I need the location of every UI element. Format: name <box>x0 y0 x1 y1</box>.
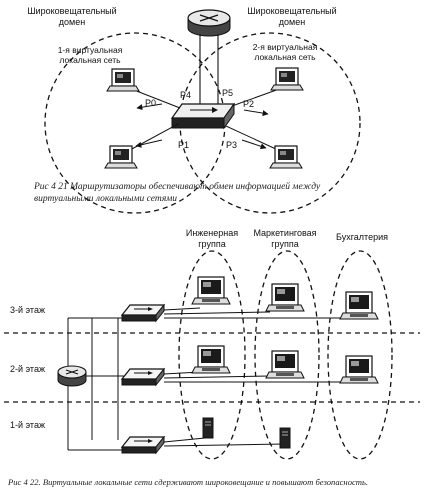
switch-icon-floor2 <box>121 368 165 386</box>
pc-icon-vlan1-bottom <box>104 145 138 169</box>
router-icon <box>187 9 231 37</box>
server-icon-marketing-floor1 <box>279 427 291 449</box>
group-accounting-ellipse <box>327 250 393 460</box>
floor-2-label: 2-й этаж <box>10 364 45 374</box>
vlan-right-label-2: локальная сеть <box>254 52 316 62</box>
broadcast-domain-right-label-1: Широковещательный <box>247 6 336 16</box>
floor-3-label: 3-й этаж <box>10 305 45 315</box>
router-icon-floor2 <box>57 365 87 387</box>
group-marketing-label-1: Маркетинговая <box>253 228 316 238</box>
figure-4-21: Широковещательный домен Широковещательны… <box>27 6 361 214</box>
pc-icon-marketing-floor2 <box>265 350 305 379</box>
switch-icon-floor3 <box>121 304 165 322</box>
pc-icon-vlan1-top <box>106 68 140 92</box>
port-p4-label: P4 <box>180 90 191 100</box>
broadcast-domain-left-label-1: Широковещательный <box>27 6 116 16</box>
port-p0-label: P0 <box>145 98 156 108</box>
figure-4-21-caption-prefix: Рис 4 21 <box>34 182 68 192</box>
figure-4-22-caption: Рис 4 22. Виртуальные локальные сети сде… <box>8 476 420 488</box>
figure-4-22-caption-prefix: Рис 4 22. <box>8 477 41 487</box>
group-marketing-ellipse <box>254 250 320 460</box>
port-p1-label: P1 <box>178 140 189 150</box>
vlan-left-label-2: локальная сеть <box>59 55 121 65</box>
pc-icon-accounting-floor2 <box>339 355 379 384</box>
port-p2-label: P2 <box>243 99 254 109</box>
pc-icon-engineering-floor3 <box>191 276 231 305</box>
port-p3-label: P3 <box>226 140 237 150</box>
figure-4-21-caption-line1: Маршрутизаторы обеспечивают обмен информ… <box>70 182 321 192</box>
port-p5-label: P5 <box>222 88 233 98</box>
group-marketing-label-2: группа <box>271 239 298 249</box>
figure-4-22-caption-text: Виртуальные локальные сети сдерживают ши… <box>42 477 369 487</box>
figure-4-21-caption: Рис 4 21 Маршрутизаторы обеспечивают обм… <box>34 181 394 205</box>
group-engineering-ellipse <box>178 250 246 460</box>
figure-4-21-caption-line2: виртуальными локальными сетями <box>34 194 178 204</box>
pc-icon-vlan2-bottom <box>269 145 303 169</box>
group-engineering-label-1: Инженерная <box>186 228 238 238</box>
pc-icon-marketing-floor3 <box>265 283 305 312</box>
pc-icon-vlan2-top <box>270 67 304 91</box>
broadcast-domain-right-label-2: домен <box>279 17 305 27</box>
switch-icon <box>170 102 236 130</box>
switch-icon-floor1 <box>121 436 165 454</box>
server-icon-engineering-floor1 <box>202 417 214 439</box>
vlan-left-label-1: 1-я виртуальная <box>58 45 123 55</box>
figure-4-22: Инженерная группа Маркетинговая группа Б… <box>4 228 420 460</box>
floor-1-label: 1-й этаж <box>10 420 45 430</box>
group-engineering-label-2: группа <box>198 239 225 249</box>
pc-icon-accounting-floor3 <box>339 291 379 320</box>
pc-icon-engineering-floor2 <box>191 345 231 374</box>
group-accounting-label: Бухгалтерия <box>336 232 388 242</box>
broadcast-domain-left-label-2: домен <box>59 17 85 27</box>
vlan-right-label-1: 2-я виртуальная <box>253 42 318 52</box>
